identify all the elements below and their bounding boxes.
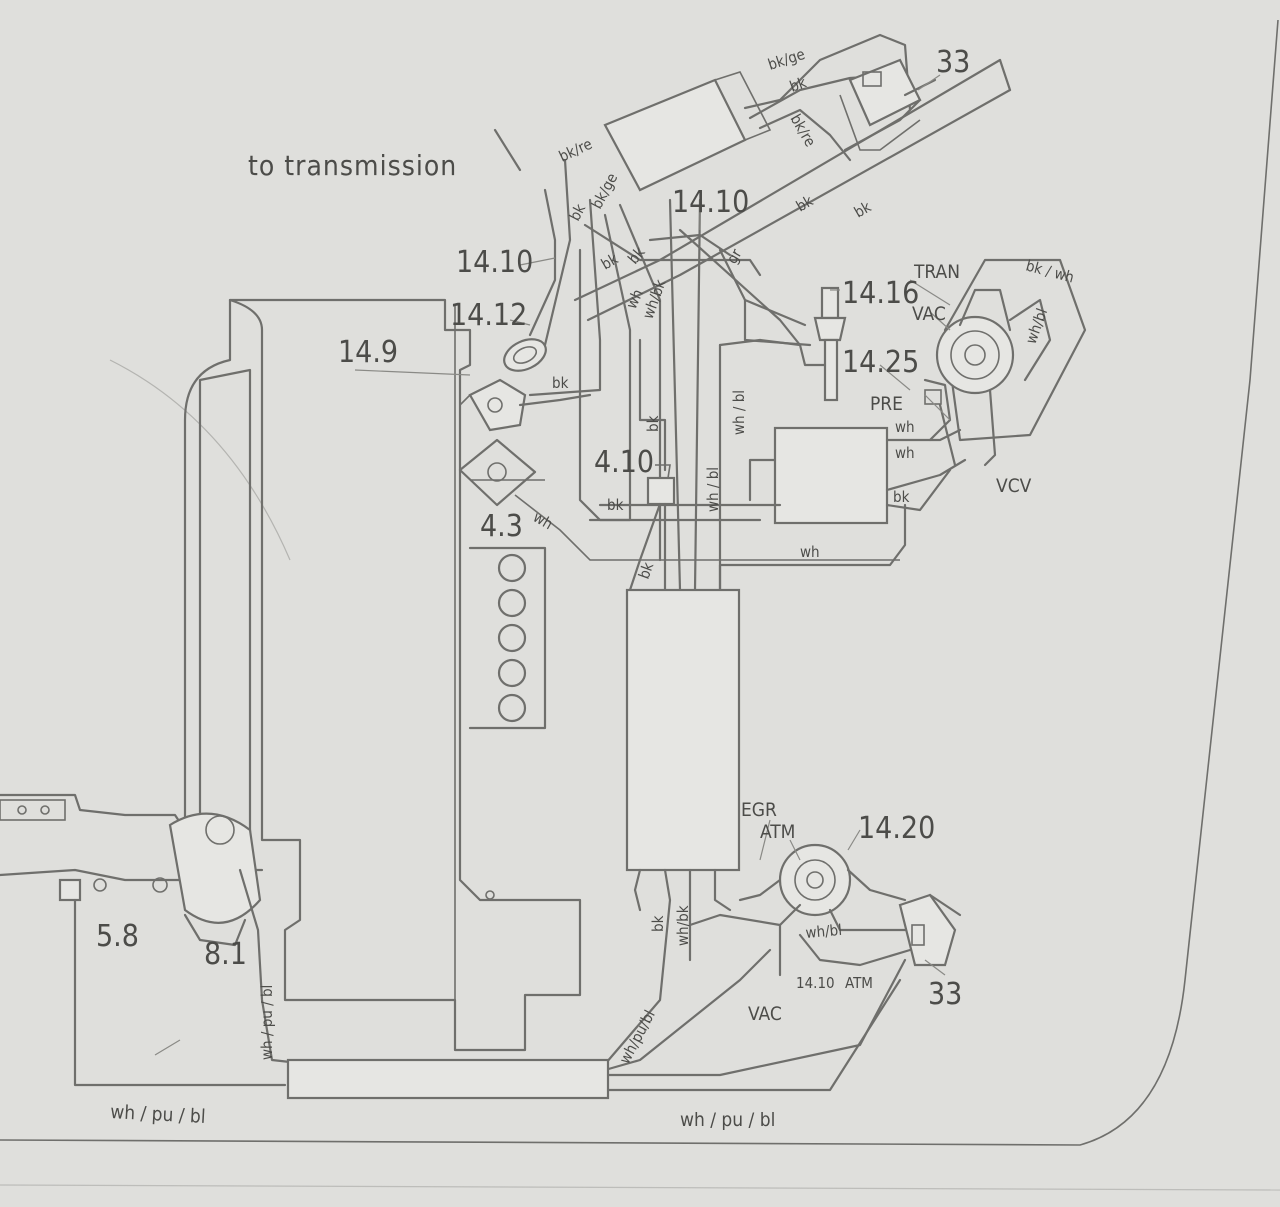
hose-bk-l: bk (649, 915, 667, 932)
component-14-12 (503, 338, 547, 372)
to-transmission-label: to transmission (248, 149, 457, 182)
bottom-manifold-box (73, 898, 907, 1100)
label-14-16: 14.16 (842, 276, 919, 311)
label-14-12: 14.12 (450, 298, 527, 333)
hose-bk-c: bk (793, 192, 816, 216)
component-14-25 (758, 338, 827, 367)
hose-color-labels: bk/ge bk bk/re bk/re bk/ge bk bk bk bk b… (110, 45, 1076, 1131)
component-14-9 (459, 378, 592, 432)
port-pre: PRE (870, 393, 903, 415)
hose-wh-main: wh (800, 543, 820, 561)
label-14-10-small: 14.10 (796, 974, 835, 992)
port-vac-top: VAC (912, 303, 946, 325)
port-atm-b: ATM (845, 974, 873, 992)
component-4-10 (628, 464, 676, 592)
hose-wh-2: wh (530, 508, 556, 533)
port-vac-bottom: VAC (748, 1003, 782, 1025)
cylinder-circles (497, 553, 527, 723)
faint-arc (109, 359, 291, 561)
label-4-10: 4.10 (594, 445, 654, 480)
port-labels: TRAN VAC PRE VCV EGR ATM ATM VAC (741, 261, 1032, 1025)
center-vertical-box (598, 588, 741, 1072)
hose-wh-pu-bl-diag: wh/pu/bl (616, 1007, 659, 1067)
hose-bk-g: bk (552, 374, 569, 392)
component-14-16 (813, 286, 847, 402)
hose-bundle-center (528, 198, 812, 592)
sheet-outline (0, 19, 1279, 1146)
egr-valve-14-20 (603, 843, 912, 1072)
label-14-10-b: 14.10 (456, 245, 533, 280)
fold-crease (0, 1184, 1280, 1191)
hose-bk-ge-mid: bk/ge (588, 170, 622, 212)
label-14-10-a: 14.10 (672, 185, 749, 220)
hose-bk-e: bk (598, 250, 621, 274)
port-egr: EGR (741, 799, 777, 821)
hose-bk-i: bk (607, 496, 624, 514)
label-5-8: 5.8 (96, 919, 139, 954)
valve-33-top (839, 58, 937, 151)
label-8-1: 8.1 (204, 937, 247, 972)
hose-bk-h: bk (644, 415, 662, 432)
label-33-bottom: 33 (928, 977, 962, 1012)
component-4-3 (458, 438, 900, 561)
hose-wh-4: wh (895, 444, 915, 462)
valve-33-bottom (898, 893, 962, 967)
label-4-3: 4.3 (480, 509, 523, 544)
hose-bk-d: bk (851, 198, 874, 222)
port-vcv: VCV (996, 475, 1032, 497)
throttle-body-left (0, 793, 187, 902)
hose-wh-pu-bl-right: wh / pu / bl (680, 1109, 775, 1131)
leader-lines (154, 74, 951, 1056)
transmission-hose (493, 128, 572, 347)
hose-wh-bl-4: wh/bl (805, 921, 843, 942)
hose-bk-re-left: bk/re (556, 135, 595, 166)
hose-wh-bl-1: wh / bl (730, 390, 748, 435)
label-14-9: 14.9 (338, 335, 398, 370)
port-atm-a: ATM (760, 821, 795, 843)
hose-wh-3: wh (895, 418, 915, 436)
label-33-top: 33 (936, 45, 970, 80)
hose-wh-bl-2: wh / bl (704, 467, 722, 512)
hose-bk-a: bk (787, 73, 809, 96)
hose-wh-bk-2: wh/bk (674, 905, 692, 946)
vacuum-control-valve (923, 258, 1087, 467)
component-labels: to transmission 33 14.10 14.10 14.12 14.… (96, 45, 970, 1012)
label-14-20: 14.20 (858, 811, 935, 846)
hose-bk-re-diag: bk/re (787, 111, 820, 150)
control-box-right (598, 426, 967, 592)
component-8-1 (152, 812, 292, 1064)
hose-bk-b: bk (566, 201, 590, 224)
port-tran: TRAN (913, 261, 960, 283)
hose-bk-j: bk (893, 488, 910, 506)
label-14-25: 14.25 (842, 345, 919, 380)
hose-bk-ge-top: bk/ge (766, 45, 808, 74)
hose-wh-pu-bl-vert: wh / pu / bl (258, 985, 276, 1060)
hose-bk-k: bk (635, 560, 658, 582)
hose-wh-pu-bl-left: wh / pu / bl (110, 1101, 206, 1128)
